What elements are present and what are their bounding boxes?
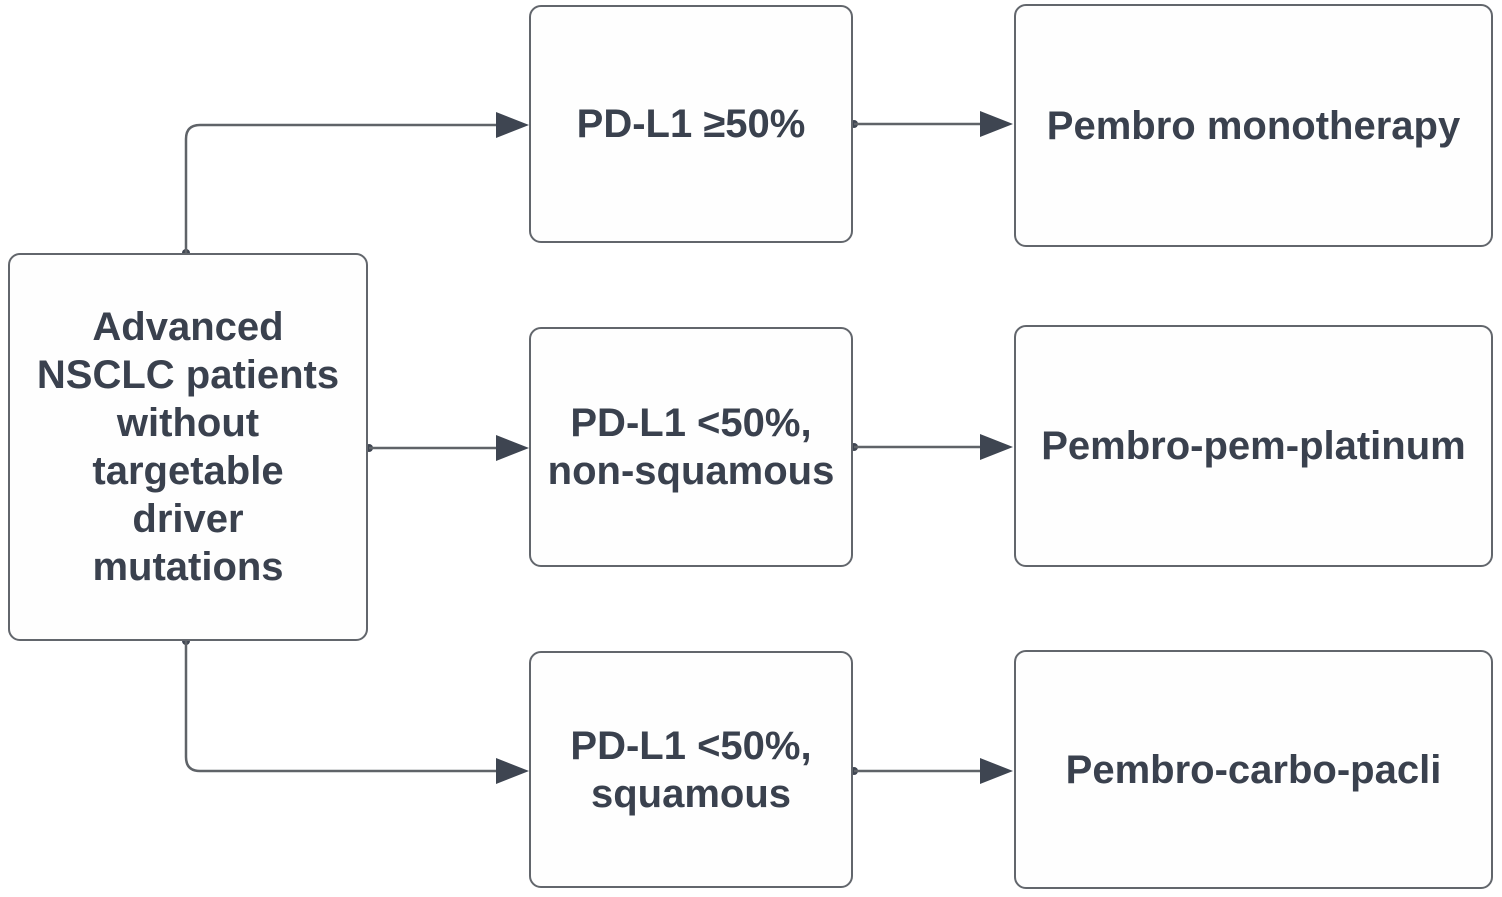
node-label: Pembro-carbo-pacli: [1065, 747, 1442, 792]
node-label: PD-L1 ≥50%: [576, 102, 806, 146]
condition-node-pdl1-low-squamous: PD-L1 <50%, squamous: [529, 651, 853, 888]
connector-arrow-root-to-pdl1-low-nonsquamous: [365, 435, 529, 461]
treatment-node-pembro-monotherapy: Pembro monotherapy: [1014, 4, 1493, 247]
connector-arrow-root-to-pdl1-high: [182, 112, 529, 257]
node-label: Pembro-pem-platinum: [1041, 424, 1466, 468]
connector-arrow-nonsquamous-to-pembro-pem-platinum: [850, 434, 1013, 460]
patient-population-node: Advanced NSCLC patients without targetab…: [8, 253, 368, 641]
condition-node-pdl1-high: PD-L1 ≥50%: [529, 5, 853, 243]
node-label: PD-L1 <50%, squamous: [570, 723, 812, 816]
treatment-node-pembro-pem-platinum: Pembro-pem-platinum: [1014, 325, 1493, 567]
node-label: Advanced NSCLC patients without targetab…: [36, 305, 340, 589]
connector-arrow-squamous-to-pembro-carbo-pacli: [850, 758, 1013, 784]
condition-node-pdl1-low-nonsquamous: PD-L1 <50%, non-squamous: [529, 327, 853, 567]
connector-arrow-root-to-pdl1-low-squamous: [182, 637, 529, 784]
treatment-node-pembro-carbo-pacli: Pembro-carbo-pacli: [1014, 650, 1493, 889]
connector-arrow-pdl1-high-to-pembro-monotherapy: [850, 111, 1013, 137]
node-label: PD-L1 <50%, non-squamous: [547, 401, 835, 493]
node-label: Pembro monotherapy: [1046, 103, 1461, 148]
